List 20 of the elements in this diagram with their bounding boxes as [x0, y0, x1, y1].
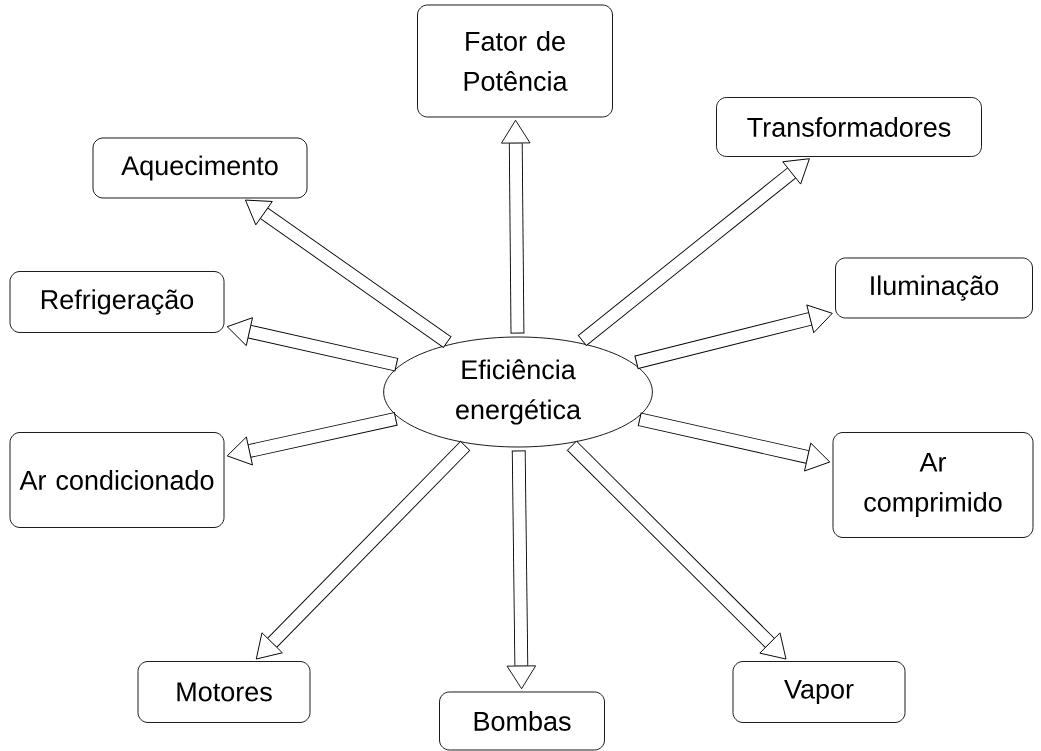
rounded-box: Aquecimento: [92, 137, 308, 199]
rounded-box: Bombas: [439, 691, 605, 751]
rounded-box: Fator de Potência: [417, 4, 613, 118]
rounded-box: Motores: [137, 661, 311, 723]
block-arrow: [566, 440, 787, 660]
block-arrow: [637, 412, 831, 472]
block-arrow: [506, 450, 537, 690]
rounded-box: Vapor: [732, 661, 906, 723]
block-arrow: [501, 119, 531, 334]
block-arrow: [634, 304, 833, 370]
block-arrow: [226, 411, 398, 466]
rounded-box: Ar comprimido: [832, 432, 1034, 538]
rounded-box: Iluminação: [835, 257, 1033, 319]
rounded-box: Transformadores: [716, 97, 982, 157]
block-arrow: [245, 199, 452, 349]
block-arrow: [577, 158, 810, 347]
rounded-box: Ar condicionado: [9, 432, 225, 528]
rounded-box: Refrigeração: [9, 271, 225, 333]
block-arrow: [255, 440, 471, 660]
block-arrow: [226, 317, 399, 372]
